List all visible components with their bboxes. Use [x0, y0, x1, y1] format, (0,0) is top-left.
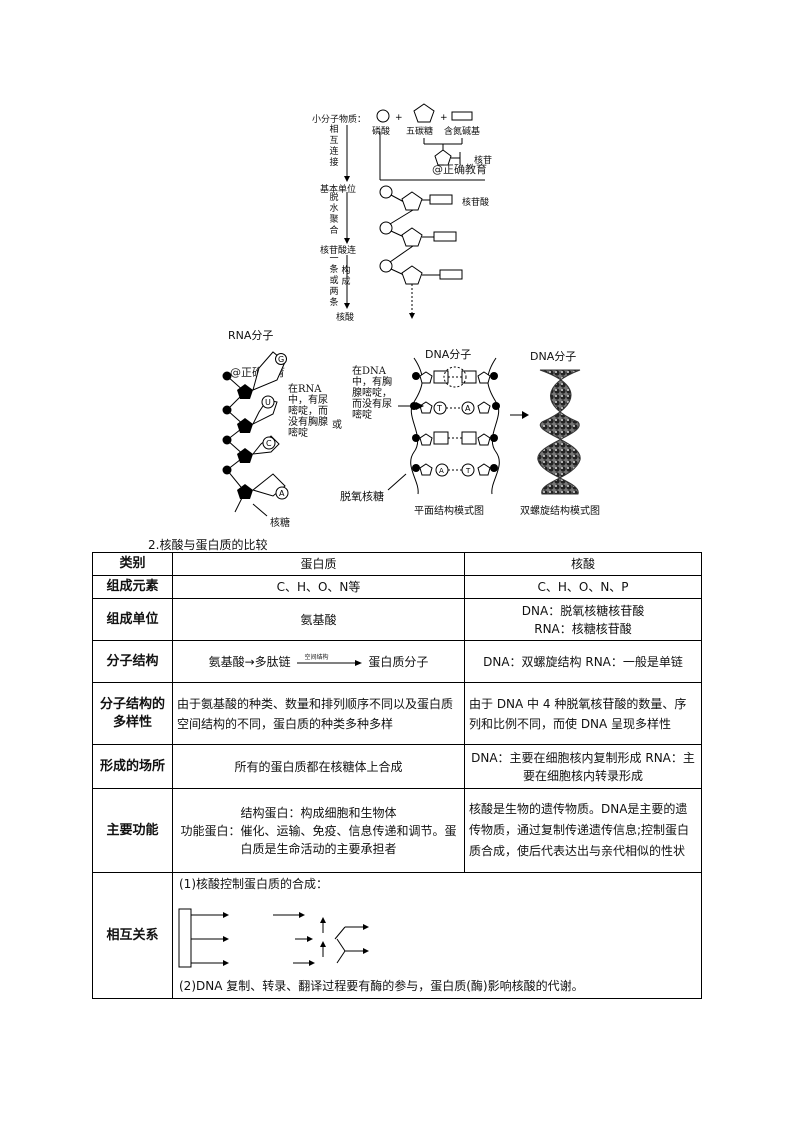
table-row: 形成的场所 所有的蛋白质都在核糖体上合成 DNA：主要在细胞核内复制形成 RNA… — [93, 745, 702, 789]
relation-diagram — [173, 895, 701, 975]
watermark-top: @正确教育 — [432, 161, 487, 177]
dehydration-label: 脱水聚合 — [329, 193, 339, 237]
svg-text:U: U — [265, 398, 271, 407]
base-label: 含氮碱基 — [444, 124, 480, 137]
nucleic-acid-label: 核酸 — [336, 310, 354, 323]
phosphate-label: 磷酸 — [372, 124, 390, 137]
header-nucleic: 核酸 — [465, 553, 702, 576]
svg-text:A: A — [439, 467, 444, 475]
pentose-label: 五碳糖 — [406, 124, 433, 137]
cell-nucleic: 核酸是生物的遗传物质。DNA是主要的遗传物质，通过复制传递遗传信息;控制蛋白质合… — [465, 789, 702, 873]
cell-protein-line: 功能蛋白：催化、运输、免疫、信息传递和调节。蛋白质是生命活动的主要承担者 — [177, 822, 460, 858]
row-label: 分子结构 — [93, 641, 173, 683]
plane-model-label: 平面结构模式图 — [414, 502, 484, 517]
row-label: 组成单位 — [93, 599, 173, 641]
table-row: 组成元素 C、H、O、N等 C、H、O、N、P — [93, 576, 702, 599]
deoxyribose-label: 脱氧核糖 — [340, 488, 384, 504]
cell-nucleic: 由于 DNA 中 4 种脱氧核苷酸的数量、序列和比例不同，而使 DNA 呈现多样… — [465, 683, 702, 745]
dna-title-2: DNA分子 — [530, 348, 576, 364]
dna-note: 在DNA中，有胸腺嘧啶，而没有尿嘧啶 — [352, 366, 398, 421]
relation-line-2: (2)DNA 复制、转录、翻译过程要有酶的参与，蛋白质(酶)影响核酸的代谢。 — [173, 975, 701, 997]
header-category: 类别 — [93, 553, 173, 576]
table-row: 分子结构的多样性 由于氨基酸的种类、数量和排列顺序不同以及蛋白质空间结构的不同，… — [93, 683, 702, 745]
cell-protein: 由于氨基酸的种类、数量和排列顺序不同以及蛋白质空间结构的不同，蛋白质的种类多种多… — [173, 683, 465, 745]
svg-text:A: A — [465, 404, 471, 413]
protein-molecule: 蛋白质分子 — [368, 655, 428, 669]
cell-nucleic: DNA：双螺旋结构 RNA：一般是单链 — [465, 641, 702, 683]
comparison-table: 类别 蛋白质 核酸 组成元素 C、H、O、N等 C、H、O、N、P 组成单位 氨… — [92, 552, 702, 999]
mutual-link-label: 相互连接 — [329, 125, 339, 169]
svg-text:T: T — [465, 467, 471, 475]
helix-model-label: 双螺旋结构模式图 — [520, 502, 600, 517]
nucleotide-label: 核苷酸 — [462, 195, 489, 208]
cell-protein: 所有的蛋白质都在核糖体上合成 — [173, 745, 465, 789]
cell-protein: C、H、O、N等 — [173, 576, 465, 599]
amino-to-peptide: 氨基酸→多肽链 — [209, 655, 291, 669]
cell-protein-line: 结构蛋白：构成细胞和生物体 — [177, 804, 460, 822]
dna-note-arrow — [396, 396, 426, 416]
svg-text:A: A — [279, 489, 285, 498]
or-label: 或 — [332, 416, 342, 431]
dna-double-helix-image — [530, 364, 592, 498]
table-header-row: 类别 蛋白质 核酸 — [93, 553, 702, 576]
section-caption: 2.核酸与蛋白质的比较 — [148, 536, 267, 553]
relation-arrows-svg — [173, 895, 553, 975]
svg-text:+: + — [440, 113, 448, 123]
ribose-label: 核糖 — [270, 514, 290, 529]
svg-text:T: T — [436, 404, 442, 413]
table-row: 主要功能 结构蛋白：构成细胞和生物体 功能蛋白：催化、运输、免疫、信息传递和调节… — [93, 789, 702, 873]
rna-note: 在RNA中，有尿嘧啶，而没有胸腺嘧啶 — [288, 384, 328, 439]
cell-relation: (1)核酸控制蛋白质的合成： — [173, 873, 702, 999]
row-label: 形成的场所 — [93, 745, 173, 789]
row-label: 主要功能 — [93, 789, 173, 873]
row-label: 组成元素 — [93, 576, 173, 599]
table-row: 分子结构 氨基酸→多肽链 空间结构 蛋白质分子 DNA：双螺旋结构 RNA：一般… — [93, 641, 702, 683]
cell-protein: 氨基酸→多肽链 空间结构 蛋白质分子 — [173, 641, 465, 683]
cell-protein: 氨基酸 — [173, 599, 465, 641]
header-protein: 蛋白质 — [173, 553, 465, 576]
cell-nucleic: C、H、O、N、P — [465, 576, 702, 599]
relation-line-1: (1)核酸控制蛋白质的合成： — [173, 873, 701, 895]
svg-text:C: C — [266, 439, 272, 448]
cell-nucleic-line: DNA：脱氧核糖核苷酸 — [469, 602, 697, 620]
svg-text:G: G — [278, 355, 284, 364]
cell-nucleic: DNA：主要在细胞核内复制形成 RNA：主要在细胞核内转录形成 — [465, 745, 702, 789]
table-row: 组成单位 氨基酸 DNA：脱氧核糖核苷酸 RNA：核糖核苷酸 — [93, 599, 702, 641]
constitute-label: 构成 — [341, 266, 351, 288]
table-row: 相互关系 (1)核酸控制蛋白质的合成： — [93, 873, 702, 999]
spatial-structure-arrow: 空间结构 — [295, 655, 365, 669]
model-arrow-icon — [508, 408, 530, 422]
dna-plane-svg: T A A T — [400, 356, 510, 496]
cell-nucleic: DNA：脱氧核糖核苷酸 RNA：核糖核苷酸 — [465, 599, 702, 641]
svg-text:+: + — [395, 113, 403, 123]
one-or-two-label: 一条或两条 — [329, 254, 339, 309]
row-label: 分子结构的多样性 — [93, 683, 173, 745]
cell-nucleic-line: RNA：核糖核苷酸 — [469, 620, 697, 638]
cell-protein: 结构蛋白：构成细胞和生物体 功能蛋白：催化、运输、免疫、信息传递和调节。蛋白质是… — [173, 789, 465, 873]
row-label: 相互关系 — [93, 873, 173, 999]
